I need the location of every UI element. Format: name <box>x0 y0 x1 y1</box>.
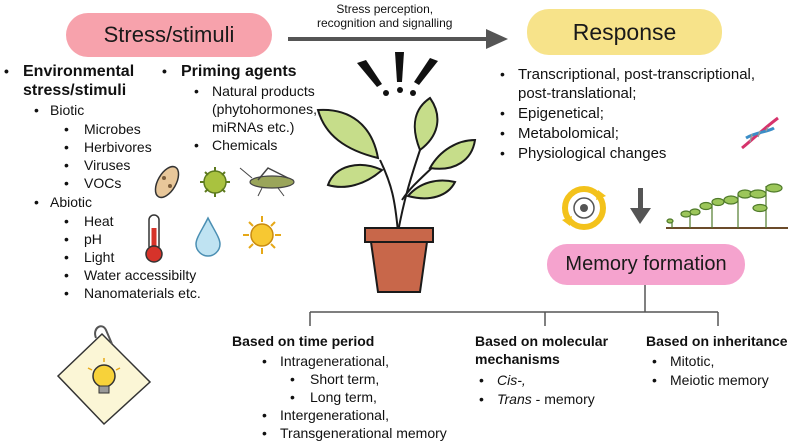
virus-icon <box>200 167 230 197</box>
trans-rest: - memory <box>531 391 595 407</box>
molecular-heading: mechanisms <box>475 351 560 367</box>
bullet: • <box>162 63 167 79</box>
bullet: • <box>479 372 484 388</box>
bullet: • <box>652 353 657 369</box>
response-item: Physiological changes <box>518 145 667 162</box>
bullet: • <box>479 391 484 407</box>
bullet: • <box>64 231 69 247</box>
response-title: Response <box>572 18 677 45</box>
bullet: • <box>262 425 267 441</box>
memory-formation-pill: Memory formation <box>547 244 745 285</box>
response-item: post-translational; <box>518 85 637 102</box>
bullet: • <box>290 389 295 405</box>
response-item: Transcriptional, post-transcriptional, <box>518 66 756 83</box>
bullet: • <box>34 102 39 118</box>
abiotic-item: Heat <box>84 213 114 229</box>
inheritance-item: Mitotic, <box>670 353 715 369</box>
plant-icon <box>316 96 477 293</box>
bullet: • <box>262 353 267 369</box>
abiotic-item: Water accessibilty <box>84 267 197 283</box>
arrow-label: Stress perception, recognition and signa… <box>317 2 452 30</box>
trans-italic: Trans <box>497 391 532 407</box>
cycle-icon <box>562 186 606 230</box>
time-period-subitem: Short term, <box>310 371 380 387</box>
time-period-item: Transgenerational memory <box>280 425 447 441</box>
abiotic-item: Light <box>84 249 115 265</box>
thermometer-icon <box>145 214 163 263</box>
stress-stimuli-pill: Stress/stimuli <box>66 13 272 57</box>
priming-item: (phytohormones, <box>212 101 318 117</box>
environmental-heading: stress/stimuli <box>23 82 127 99</box>
alert-icon <box>357 52 438 96</box>
microbe-icon <box>154 165 180 199</box>
priming-item: miRNAs etc.) <box>212 119 295 135</box>
response-pill: Response <box>527 9 722 55</box>
down-arrow <box>630 188 651 224</box>
bullet: • <box>194 137 199 153</box>
biotic-item: VOCs <box>84 175 122 191</box>
bullet: • <box>500 66 505 82</box>
abiotic-item: pH <box>84 231 102 247</box>
molecular-item-cis: Cis-, <box>497 372 526 388</box>
environmental-heading: Environmental <box>23 63 135 80</box>
inheritance-item: Meiotic memory <box>670 372 769 388</box>
bullet: • <box>64 139 69 155</box>
bullet: • <box>64 213 69 229</box>
memory-tree-connector <box>309 285 719 326</box>
bullet: • <box>64 157 69 173</box>
arrow-label-line1: Stress perception, <box>336 2 434 16</box>
priming-item: Natural products <box>212 83 315 99</box>
bullet: • <box>500 105 505 121</box>
memory-formation-title: Memory formation <box>565 253 727 275</box>
molecular-item-trans: Trans - memory <box>497 390 595 408</box>
bullet: • <box>64 285 69 301</box>
priming-heading: Priming agents <box>181 63 297 80</box>
time-period-heading: Based on time period <box>232 333 375 349</box>
inheritance-heading: Based on inheritance <box>646 333 788 349</box>
bullet: • <box>500 125 505 141</box>
seedlings-icon <box>666 183 788 229</box>
response-item: Metabolomical; <box>518 125 619 142</box>
response-item: Epigenetical; <box>518 105 604 122</box>
bullet: • <box>4 63 9 79</box>
grasshopper-icon <box>239 167 295 197</box>
priming-item: Chemicals <box>212 137 278 153</box>
bullet: • <box>34 194 39 210</box>
biotic-item: Microbes <box>84 121 141 137</box>
abiotic-label: Abiotic <box>50 194 93 210</box>
biotic-item: Viruses <box>84 157 131 173</box>
bullet: • <box>194 83 199 99</box>
time-period-item: Intergenerational, <box>280 407 389 423</box>
bullet: • <box>500 145 505 161</box>
bullet: • <box>64 121 69 137</box>
biotic-item: Herbivores <box>84 139 152 155</box>
molecular-heading: Based on molecular <box>475 333 609 349</box>
time-period-item: Intragenerational, <box>280 353 389 369</box>
abiotic-item: Nanomaterials etc. <box>84 285 201 301</box>
main-arrow <box>288 29 508 49</box>
bullet: • <box>290 371 295 387</box>
bullet: • <box>652 372 657 388</box>
dna-icon <box>741 116 779 150</box>
water-drop-icon <box>195 216 221 257</box>
time-period-subitem: Long term, <box>310 389 377 405</box>
bullet: • <box>64 267 69 283</box>
arrow-label-line2: recognition and signalling <box>317 16 453 30</box>
bullet: • <box>64 175 69 191</box>
idea-note-icon <box>56 325 152 426</box>
bullet: • <box>64 249 69 265</box>
stress-stimuli-title: Stress/stimuli <box>103 22 235 47</box>
biotic-label: Biotic <box>50 102 85 118</box>
bullet: • <box>262 407 267 423</box>
sun-icon <box>243 216 281 254</box>
